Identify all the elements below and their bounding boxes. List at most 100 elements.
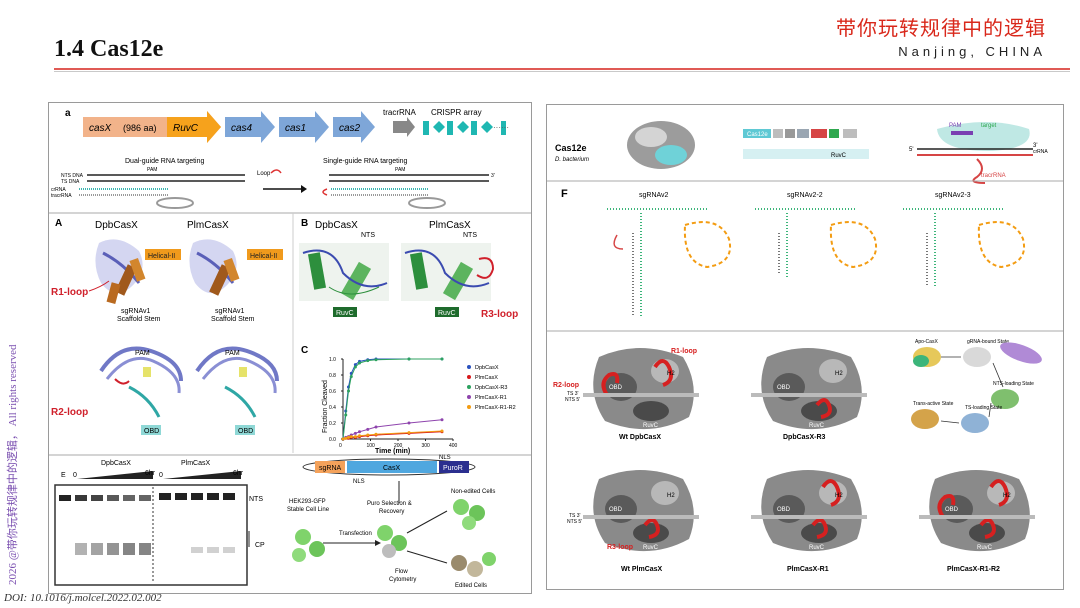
legend-label: PlmCasX <box>475 375 498 381</box>
gene-cas1-label: cas1 <box>285 123 306 134</box>
structure-A-plm <box>189 239 240 296</box>
legend-label: DpbCasX-R3 <box>475 385 507 391</box>
chart-ytick-label: 0.4 <box>329 405 336 411</box>
ruvc-tag-B1 <box>333 307 357 317</box>
svg-text:0: 0 <box>73 472 77 479</box>
svg-text:Transfection: Transfection <box>339 531 372 537</box>
chart-xtick-label: 400 <box>449 443 458 449</box>
panel-B-dpb-title: DpbCasX <box>315 220 358 231</box>
single-guide-schematic: PAM 3' <box>322 167 495 209</box>
svg-text:6hr: 6hr <box>145 470 156 477</box>
page-title: 1.4 Cas12e <box>54 36 164 62</box>
chart-xtick-label: 200 <box>394 443 403 449</box>
chart-point <box>349 435 353 439</box>
structure-B-dpb <box>299 243 389 301</box>
chart-point <box>347 389 350 393</box>
chart-series-line <box>342 358 442 440</box>
crispr-array-label: CRISPR array <box>431 108 482 117</box>
obd-tag-2 <box>235 425 255 435</box>
plasmid-puror <box>439 461 469 473</box>
dual-guide-label: Dual-guide RNA targeting <box>125 158 204 165</box>
r3-loop-label: R3-loop <box>481 309 518 320</box>
tracrrna-label: tracrRNA <box>383 108 417 117</box>
svg-text:Edited Cells: Edited Cells <box>455 583 487 589</box>
sgrna-v2-3-structure <box>903 208 1025 287</box>
cas12e-rna-complex: PAM target crRNA tracrRNA 5' 3' <box>909 122 1048 184</box>
svg-text:PAM: PAM <box>949 123 962 129</box>
svg-text:NTS DNA: NTS DNA <box>61 173 84 179</box>
svg-text:Stable Cell Line: Stable Cell Line <box>287 507 330 513</box>
svg-text:3': 3' <box>491 173 495 179</box>
chart-point <box>358 430 361 434</box>
structure-wt-plmcasx <box>583 470 699 552</box>
sgrnav2-3-title: sgRNAv2-3 <box>935 192 971 199</box>
chart-point <box>353 435 357 439</box>
chart-point <box>358 361 361 365</box>
svg-text:H2: H2 <box>667 371 675 377</box>
gel-plm-label: PlmCasX <box>181 460 211 467</box>
obd-tag-1 <box>141 425 161 435</box>
plasmid-ring <box>302 458 476 476</box>
svg-text:HEK293-GFP: HEK293-GFP <box>289 499 326 505</box>
cleavage-chart: Fraction Cleaved Time (min) 0.00.20.40.6… <box>322 357 516 455</box>
copyright-vertical: 2026 @带你玩转规律中的逻辑， All rights reserved <box>2 340 19 590</box>
svg-text:RuvC: RuvC <box>643 545 659 551</box>
svg-text:Apo-CasX: Apo-CasX <box>915 339 938 345</box>
sgrnav2-2-title: sgRNAv2-2 <box>787 192 823 199</box>
state-diagram: Apo-CasX gRNA-bound State NTS-loading St… <box>911 339 1042 433</box>
gel-cp-bands <box>75 543 235 555</box>
left-figure-panel: a casX (986 aa) RuvC cas4 cas1 cas2 trac… <box>48 102 532 594</box>
structure-wt-dpbcasx <box>583 348 699 430</box>
left-figure-svg: a casX (986 aa) RuvC cas4 cas1 cas2 trac… <box>49 108 531 589</box>
chart-ytick-label: 0.8 <box>329 373 336 379</box>
legend-marker <box>467 375 471 379</box>
label-dpbcasx-r3: DpbCasX-R3 <box>783 434 826 441</box>
chart-xtick-label: 100 <box>367 443 376 449</box>
gene-ruvc-label: RuvC <box>173 123 199 134</box>
svg-text:NTS: NTS <box>463 232 477 239</box>
svg-text:target: target <box>981 123 997 129</box>
chart-point <box>374 425 378 429</box>
legend-label: DpbCasX <box>475 365 499 371</box>
cas12e-title: Cas12e <box>555 143 587 153</box>
panel-C-label: C <box>301 345 308 356</box>
gene-cas2-label: cas2 <box>339 123 361 134</box>
dual-guide-schematic: PAM NTS DNA TS DNA crRNA tracrRNA <box>51 167 245 209</box>
right-figure-panel: Cas12e D. bacterium Cas12e RuvC PAM targ… <box>546 104 1064 590</box>
svg-text:TS DNA: TS DNA <box>61 179 80 185</box>
svg-text:H2: H2 <box>835 371 843 377</box>
r1-loop-label: R1-loop <box>51 287 88 298</box>
svg-text:RuvC: RuvC <box>809 545 825 551</box>
chart-point <box>407 357 411 361</box>
svg-text:Scaffold Stem: Scaffold Stem <box>117 316 161 323</box>
gene-casx-size: (986 aa) <box>123 123 157 133</box>
svg-text:Loop: Loop <box>257 171 271 177</box>
chart-point <box>344 436 348 440</box>
panel-A-label: A <box>55 218 62 229</box>
panel-B-label: B <box>301 218 308 229</box>
svg-text:R3-loop: R3-loop <box>607 544 633 551</box>
svg-text:H2: H2 <box>1003 493 1011 499</box>
svg-text:5': 5' <box>909 147 913 153</box>
chart-point <box>407 421 411 425</box>
chart-point <box>366 433 370 437</box>
svg-text:NTS 5': NTS 5' <box>565 397 580 403</box>
svg-text:tracrRNA: tracrRNA <box>51 193 72 199</box>
chart-point <box>440 429 444 433</box>
chart-ytick-label: 0.6 <box>329 389 336 395</box>
svg-text:TS 3': TS 3' <box>567 391 579 397</box>
chart-point <box>407 431 411 435</box>
svg-text:RuvC: RuvC <box>438 310 456 317</box>
legend-label: PlmCasX-R1 <box>475 395 507 401</box>
legend-label: PlmCasX-R1-R2 <box>475 405 516 411</box>
svg-text:Cytometry: Cytometry <box>389 577 416 583</box>
chart-series-line <box>342 358 442 440</box>
cas12e-domain-map: Cas12e RuvC <box>743 129 869 159</box>
chart-xtick-label: 300 <box>422 443 431 449</box>
svg-text:tracrRNA: tracrRNA <box>981 173 1006 179</box>
svg-text:PAM: PAM <box>395 167 405 173</box>
label-plmcasx-r1: PlmCasX-R1 <box>787 566 829 573</box>
structure-A-dpb <box>95 239 146 304</box>
svg-text:R2-loop: R2-loop <box>553 382 579 389</box>
panel-a-label: a <box>65 108 71 119</box>
